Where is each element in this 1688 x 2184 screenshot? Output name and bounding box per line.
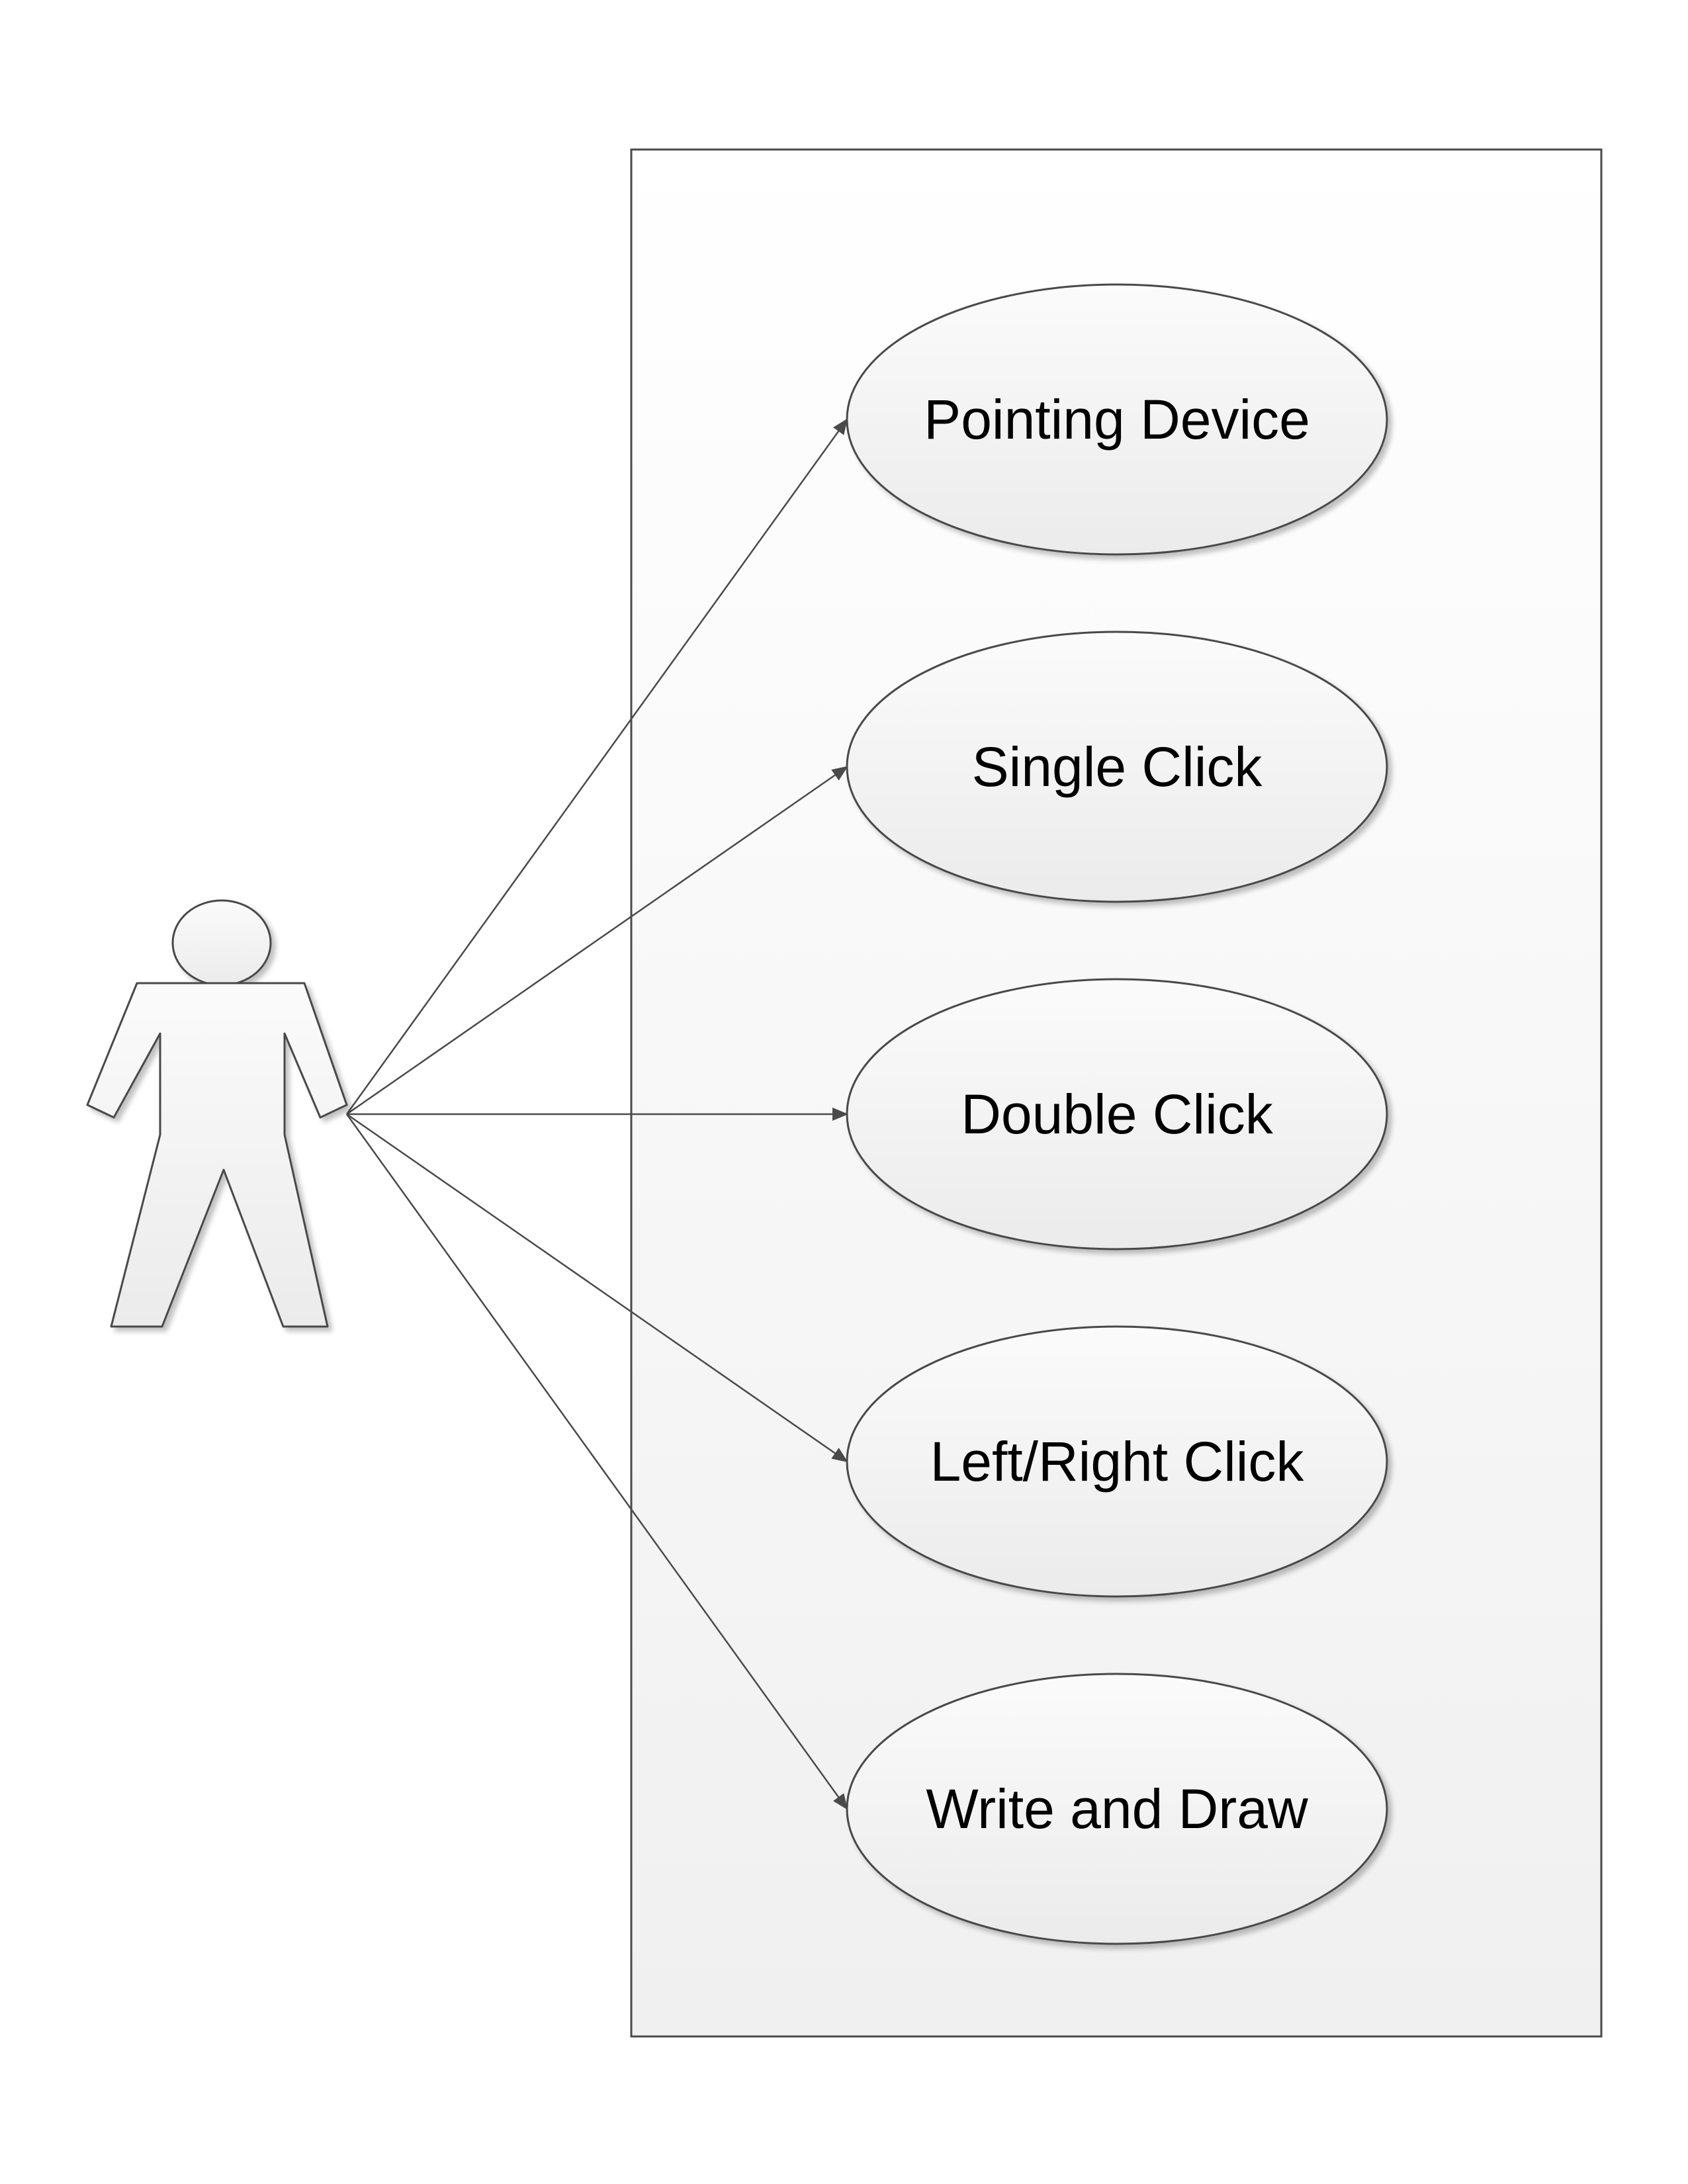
use-case-write-and-draw[interactable]: Write and Draw bbox=[846, 1673, 1388, 1945]
use-case-label: Left/Right Click bbox=[930, 1430, 1305, 1493]
use-case-ellipse bbox=[846, 631, 1388, 903]
use-case-label: Single Click bbox=[972, 736, 1263, 798]
use-case-ellipse bbox=[846, 1325, 1388, 1598]
association-arrow-pointing-device bbox=[345, 418, 848, 1115]
associations bbox=[345, 418, 848, 1810]
association-arrow-write-and-draw bbox=[345, 1114, 848, 1810]
use-case-label: Double Click bbox=[961, 1083, 1274, 1145]
actor-body bbox=[86, 982, 348, 1328]
use-case-label: Pointing Device bbox=[924, 388, 1310, 451]
use-case-label: Write and Draw bbox=[926, 1778, 1308, 1840]
use-case-pointing-device[interactable]: Pointing Device bbox=[846, 283, 1388, 556]
use-case-ellipse bbox=[846, 283, 1388, 556]
use-case-left-right-click[interactable]: Left/Right Click bbox=[846, 1325, 1388, 1598]
use-case-ellipse bbox=[846, 1673, 1388, 1945]
association-arrow-left-right-click bbox=[346, 1113, 848, 1463]
association-arrow-single-click bbox=[346, 765, 848, 1115]
use-case-ellipse bbox=[846, 978, 1388, 1250]
actor-head bbox=[171, 899, 272, 986]
use-case-double-click[interactable]: Double Click bbox=[846, 978, 1388, 1250]
use-case-single-click[interactable]: Single Click bbox=[846, 631, 1388, 903]
stick-figure-actor-icon bbox=[86, 899, 348, 1328]
